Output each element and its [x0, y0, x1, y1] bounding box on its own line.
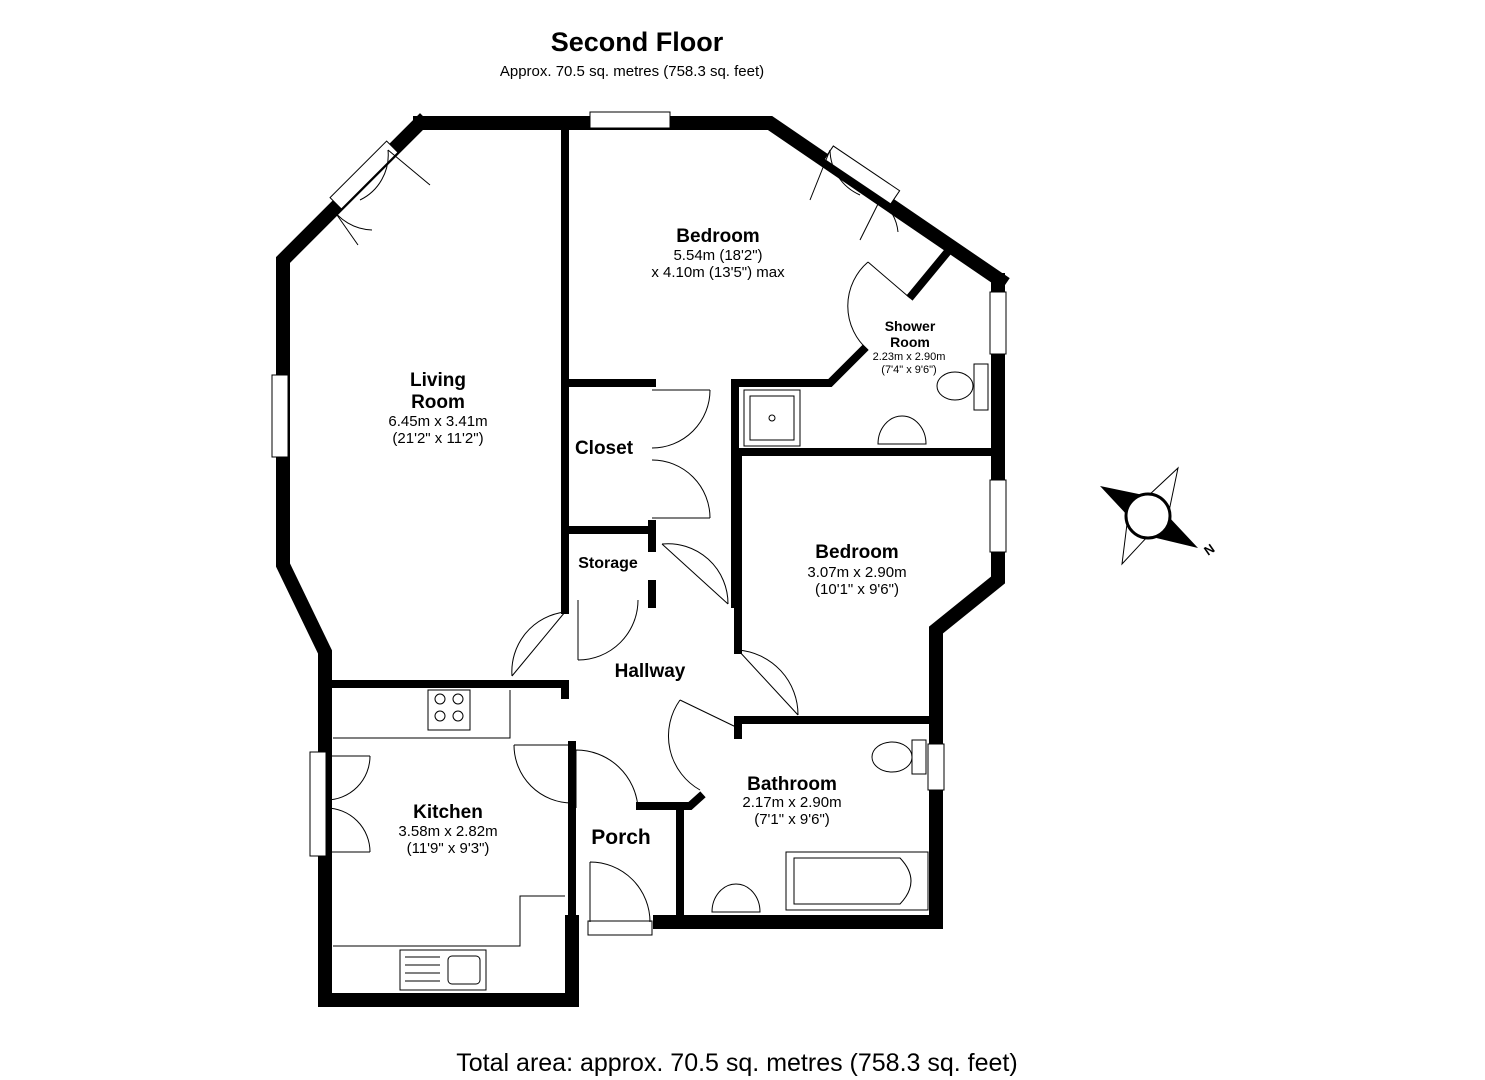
- room-name: Bathroom: [747, 774, 837, 795]
- room-name: Room: [890, 334, 930, 350]
- shower-tray-icon: [743, 389, 801, 447]
- room-dimensions: x 4.10m (13'5") max: [651, 264, 785, 281]
- room-dimensions: (7'4" x 9'6"): [881, 364, 936, 376]
- window-icon: [587, 920, 653, 936]
- windows: [271, 111, 1007, 936]
- fixtures: [333, 363, 989, 991]
- compass-north-label: N: [1201, 541, 1217, 559]
- room-dimensions: 3.07m x 2.90m: [807, 564, 906, 581]
- window-icon: [309, 751, 327, 857]
- sink-icon: [399, 949, 487, 991]
- room-name: Room: [411, 392, 465, 413]
- room-name: Living: [410, 370, 466, 391]
- window-icon: [927, 743, 945, 791]
- room-name: Kitchen: [413, 802, 483, 823]
- room-name: Shower: [885, 318, 936, 334]
- room-storage: Storage: [578, 555, 638, 572]
- interior-walls: [321, 119, 1002, 1004]
- room-kitchen: Kitchen 3.58m x 2.82m (11'9" x 9'3"): [398, 802, 497, 857]
- room-porch: Porch: [591, 826, 651, 849]
- room-name: Bedroom: [676, 226, 759, 247]
- room-dimensions: 2.17m x 2.90m: [742, 794, 841, 811]
- room-bathroom: Bathroom 2.17m x 2.90m (7'1" x 9'6"): [742, 774, 841, 828]
- total-area: Total area: approx. 70.5 sq. metres (758…: [456, 1049, 1017, 1077]
- room-dimensions: (21'2" x 11'2"): [392, 430, 483, 447]
- room-dimensions: (11'9" x 9'3"): [407, 840, 490, 857]
- room-dimensions: 2.23m x 2.90m: [873, 351, 946, 363]
- window-icon: [989, 291, 1007, 355]
- page-subtitle: Approx. 70.5 sq. metres (758.3 sq. feet): [500, 63, 764, 80]
- room-bedroom-2: Bedroom 3.07m x 2.90m (10'1" x 9'6"): [807, 542, 906, 598]
- basin-icon: [711, 883, 761, 913]
- toilet-icon: [871, 739, 927, 775]
- room-dimensions: 5.54m (18'2"): [673, 247, 762, 264]
- basin-icon: [877, 415, 927, 445]
- room-name: Bedroom: [815, 542, 898, 563]
- toilet-icon: [936, 363, 989, 411]
- room-living: Living Room 6.45m x 3.41m (21'2" x 11'2"…: [388, 370, 487, 447]
- window-icon: [271, 374, 289, 458]
- room-closet: Closet: [575, 438, 634, 459]
- window-icon: [989, 479, 1007, 553]
- room-dimensions: 3.58m x 2.82m: [398, 823, 497, 840]
- page-title: Second Floor: [551, 27, 724, 57]
- room-dimensions: (10'1" x 9'6"): [815, 581, 899, 598]
- room-hallway: Hallway: [615, 661, 686, 682]
- doors: [325, 149, 911, 923]
- compass-rose-icon: [1100, 466, 1198, 566]
- room-shower: Shower Room 2.23m x 2.90m (7'4" x 9'6"): [873, 318, 946, 376]
- room-bedroom-1: Bedroom 5.54m (18'2") x 4.10m (13'5") ma…: [651, 226, 785, 281]
- bathtub-icon: [785, 851, 929, 911]
- room-dimensions: (7'1" x 9'6"): [754, 811, 830, 828]
- room-dimensions: 6.45m x 3.41m: [388, 413, 487, 430]
- window-icon: [589, 111, 671, 129]
- hob-icon: [427, 689, 471, 731]
- window-icon: [329, 140, 399, 210]
